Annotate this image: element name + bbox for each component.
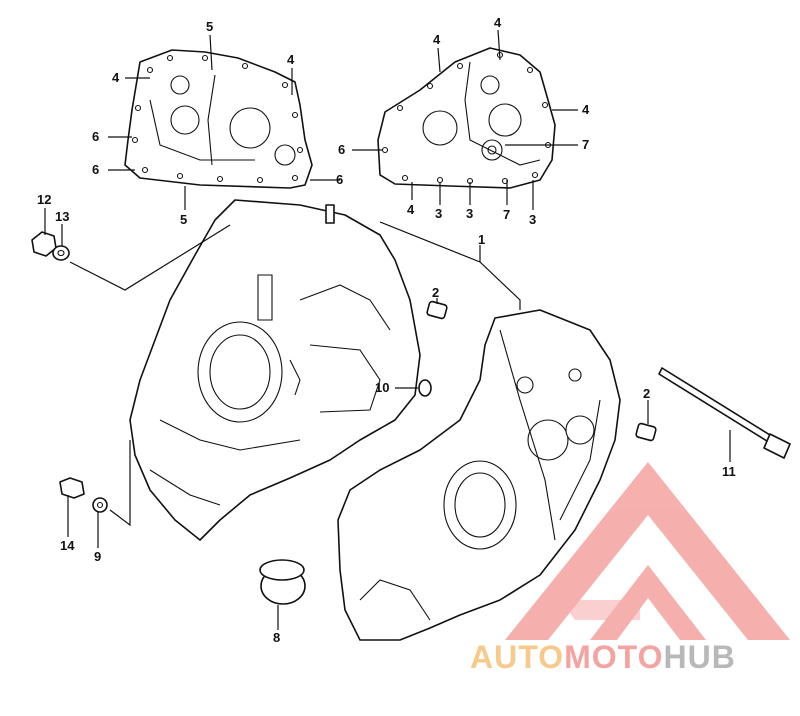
gasket-washer-9: [92, 497, 108, 513]
callout-4-f: 4: [407, 202, 415, 217]
right-cover-gasket: [377, 47, 556, 189]
callout-6-b: 6: [92, 162, 99, 177]
callout-11: 11: [722, 464, 736, 479]
callout-2-upper: 2: [432, 285, 439, 300]
watermark-text: AUTOMOTOHUB: [470, 639, 736, 675]
callout-7-a: 7: [582, 137, 589, 152]
leader-lines: [44, 29, 731, 630]
left-cover-gasket: [124, 49, 313, 189]
callout-7-b: 7: [503, 207, 510, 222]
svg-text:AUTOMOTOHUB: AUTOMOTOHUB: [470, 639, 736, 675]
callout-3-b: 3: [466, 206, 473, 221]
callout-4-a: 4: [112, 70, 120, 85]
oil-seal-cap: [259, 559, 306, 605]
callout-4-e: 4: [582, 102, 590, 117]
callout-12: 12: [37, 192, 51, 207]
callout-6-a: 6: [92, 129, 99, 144]
callout-14: 14: [60, 538, 75, 553]
callout-4-c: 4: [433, 32, 441, 47]
callout-9: 9: [94, 549, 101, 564]
callout-5-a: 5: [206, 19, 213, 34]
long-bolt: [658, 367, 791, 459]
dowel-pin-upper: [426, 300, 448, 320]
callout-10: 10: [375, 380, 389, 395]
watermark-moto: MOTO: [564, 639, 663, 675]
left-crankcase-half: [129, 199, 421, 541]
callout-3-a: 3: [435, 206, 442, 221]
watermark-hub: HUB: [663, 639, 735, 675]
callout-4-d: 4: [494, 15, 502, 30]
callout-6-c: 6: [336, 172, 343, 187]
drain-plug: [59, 477, 85, 499]
o-ring: [418, 379, 432, 397]
watermark-auto: AUTO: [470, 639, 564, 675]
watermark-logo-icon: [505, 462, 790, 640]
callout-1: 1: [478, 232, 485, 247]
callout-2-lower: 2: [643, 386, 650, 401]
callout-4-b: 4: [287, 52, 295, 67]
callout-13: 13: [55, 209, 69, 224]
right-crankcase-half: [337, 309, 621, 641]
washer-13: [52, 245, 70, 261]
callout-6-d: 6: [338, 142, 345, 157]
callout-3-c: 3: [529, 212, 536, 227]
gasket-bolt-holes: [131, 54, 304, 184]
callout-5-b: 5: [180, 212, 187, 227]
callout-8: 8: [273, 630, 280, 645]
dowel-pin-lower: [635, 422, 657, 442]
callout-labels: 1 2 2 3 3 3 4 4 4 4 4 4 5 5 6 6 6 6 7 7 …: [37, 15, 736, 645]
